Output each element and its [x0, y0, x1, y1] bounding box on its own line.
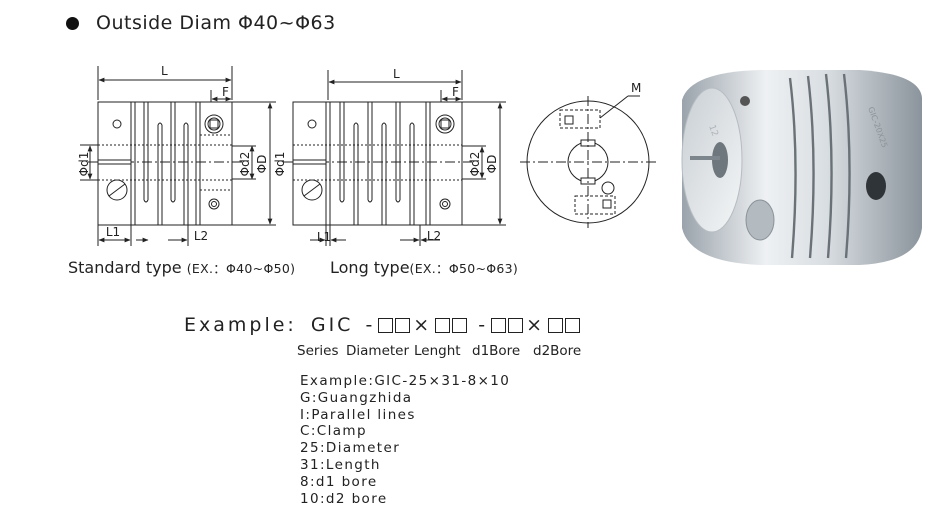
dim-label-L: L: [161, 64, 168, 78]
example-label: Example:: [184, 314, 297, 336]
placeholder-box-icon: [508, 317, 524, 333]
example-times: ×: [413, 314, 433, 336]
detail-line: Example:GIC-25×31-8×10: [300, 373, 511, 389]
example-details: Example:GIC-25×31-8×10 G:Guangzhida I:Pa…: [300, 373, 510, 507]
diameter-boxes: [377, 317, 411, 333]
dim-label-D: ΦD: [255, 155, 269, 174]
detail-line: 31:Length: [300, 456, 381, 473]
detail-line: G:Guangzhida: [300, 389, 413, 406]
long-type-caption: Long type(EX.：Φ50~Φ63): [330, 258, 518, 277]
dim-label-L2: L2: [427, 229, 441, 243]
example-times: ×: [526, 314, 545, 336]
standard-type-caption: Standard type (EX.：Φ40~Φ50): [68, 258, 295, 277]
dim-label-L: L: [393, 67, 400, 81]
long-type-labels: L F Φd1 Φd2 ΦD L1 L2: [273, 67, 499, 244]
example-prefix: GIC: [310, 314, 354, 336]
standard-type-range: (EX.：Φ40~Φ50): [186, 261, 296, 276]
length-boxes: [434, 317, 468, 333]
dim-label-L1: L1: [317, 230, 331, 244]
dim-label-d1: Φd1: [273, 152, 287, 177]
legend-diameter: Diameter: [346, 343, 410, 359]
dim-label-F: F: [452, 85, 459, 99]
detail-line: 25:Diameter: [300, 440, 401, 457]
coupling-product-image: 12 GIC-20X25: [681, 70, 922, 265]
dim-label-F: F: [222, 85, 229, 99]
d1-boxes: [490, 317, 524, 333]
dim-label-M: M: [631, 81, 641, 95]
bullet-dot-icon: [66, 16, 79, 30]
placeholder-box-icon: [395, 317, 411, 333]
detail-line: I:Parallel lines: [300, 406, 416, 423]
placeholder-box-icon: [435, 317, 451, 333]
code-legend: Series Diameter Lenght d1Bore d2Bore: [0, 343, 950, 363]
placeholder-box-icon: [452, 317, 468, 333]
dim-label-D: ΦD: [485, 155, 499, 174]
dim-label-d1: Φd1: [77, 152, 91, 177]
legend-series: Series: [297, 343, 339, 359]
dim-label-d2: Φd2: [468, 152, 482, 177]
detail-line: 8:d1 bore: [300, 473, 378, 490]
long-type-range: (EX.：Φ50~Φ63): [409, 261, 519, 276]
placeholder-box-icon: [548, 317, 563, 333]
end-view-drawing: [520, 95, 656, 228]
page-title: Outside Diam Φ40~Φ63: [66, 12, 336, 34]
placeholder-box-icon: [378, 317, 394, 333]
dim-label-L2: L2: [194, 229, 208, 243]
legend-d1-bore: d1Bore: [472, 343, 521, 359]
legend-length: Lenght: [414, 343, 461, 359]
standard-type-drawing: [80, 66, 276, 246]
example-code-line: Example: GIC - × - ×: [184, 314, 583, 336]
d2-boxes: [547, 317, 581, 333]
detail-line: 10:d2 bore: [300, 490, 388, 507]
long-type-label: Long type: [330, 258, 410, 277]
standard-type-label: Standard type: [68, 258, 182, 277]
technical-drawings: L F Φd1 Φd2 ΦD L1 L2: [77, 64, 922, 265]
example-dash: -: [478, 314, 489, 336]
heading-text: Outside Diam Φ40~Φ63: [96, 12, 336, 34]
placeholder-box-icon: [491, 317, 507, 333]
standard-type-labels: L F Φd1 Φd2 ΦD L1 L2: [77, 64, 269, 243]
dim-label-d2: Φd2: [238, 152, 252, 177]
long-type-drawing: [283, 70, 506, 246]
placeholder-box-icon: [565, 317, 580, 333]
detail-line: C:Clamp: [300, 423, 367, 440]
product-size-marking: 12: [706, 124, 719, 138]
example-dash: -: [365, 314, 376, 336]
legend-d2-bore: d2Bore: [533, 343, 582, 359]
dim-label-L1: L1: [106, 225, 120, 239]
